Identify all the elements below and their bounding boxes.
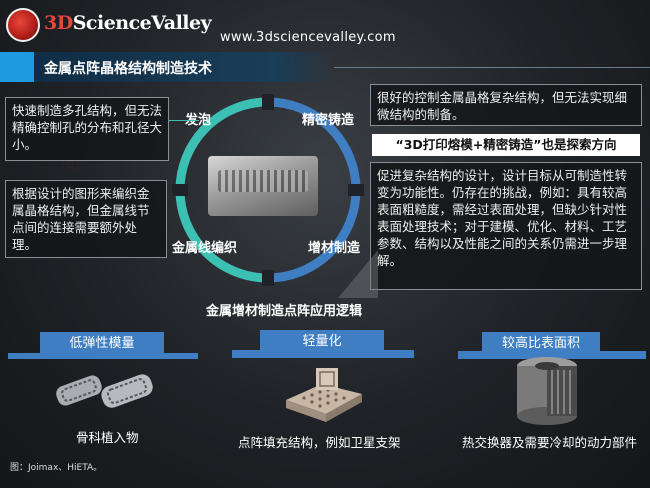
applications-subtitle: 金属增材制造点阵应用逻辑: [206, 304, 363, 319]
ring-arc-casting: [267, 97, 361, 191]
heat-exchanger-image: [517, 357, 577, 425]
globe-icon: [6, 8, 40, 42]
additive-description-box: 促进复杂结构的设计，设计目标从可制造性转变为功能性。仍存在的挑战，例如：具有较高…: [370, 162, 642, 290]
header-bar: 金属点阵晶格结构制造技术: [0, 52, 650, 82]
header-divider: [334, 67, 650, 68]
page-title: 金属点阵晶格结构制造技术: [44, 61, 212, 77]
ring-arc-foam: [175, 97, 269, 191]
application-base-bar: [8, 353, 198, 359]
ring-gap: [172, 184, 188, 196]
cycle-label-additive: 增材制造: [308, 241, 361, 256]
cycle-label-casting: 精密铸造: [302, 113, 355, 128]
application-tab: 轻量化: [260, 330, 384, 354]
pointer-triangle: [338, 250, 378, 298]
direction-callout: “3D打印熔模+精密铸造”也是探索方向: [372, 134, 640, 156]
ring-arc-additive: [267, 189, 361, 283]
application-caption: 骨科植入物: [76, 430, 139, 445]
application-tab: 较高比表面积: [482, 332, 600, 356]
application-caption: 热交换器及需要冷却的动力部件: [462, 435, 638, 450]
application-base-bar: [232, 350, 414, 358]
image-source-note: 图：Joimax、HiETA。: [10, 463, 103, 473]
connector-line: [169, 120, 199, 121]
cycle-label-weave: 金属线编织: [172, 241, 238, 256]
process-cycle-ring: [172, 94, 364, 286]
application-title: 较高比表面积: [482, 332, 600, 356]
ring-gap: [262, 94, 274, 110]
brand-name: 3DScienceValley: [44, 12, 212, 34]
application-tab: 低弹性模量: [40, 332, 164, 356]
application-title: 轻量化: [260, 330, 384, 354]
header-accent: [0, 52, 34, 82]
casting-description-box: 很好的控制金属晶格复杂结构，但无法实现细微结构的制备。: [370, 84, 642, 126]
spinal-implant-image: [56, 374, 153, 408]
ring-arc-weave: [175, 189, 269, 283]
weave-description-box: 根据设计的图形来编织金属晶格结构，但金属线节点间的连接需要额外处理。: [5, 180, 167, 258]
ring-gap: [348, 184, 364, 196]
brand-logo: 3DScienceValley: [6, 6, 212, 46]
foam-description-box: 快速制造多孔结构，但无法精确控制孔的分布和孔径大小。: [5, 97, 169, 161]
application-caption: 点阵填充结构，例如卫星支架: [238, 435, 401, 450]
header-background: [34, 52, 334, 82]
application-title: 低弹性模量: [40, 332, 164, 356]
lattice-part-image: [208, 156, 318, 216]
lattice-bracket-image: [286, 368, 362, 422]
ring-gap: [262, 270, 274, 286]
site-url: www.3dsciencevalley.com: [220, 30, 396, 45]
cycle-label-foam: 发泡: [185, 113, 212, 128]
